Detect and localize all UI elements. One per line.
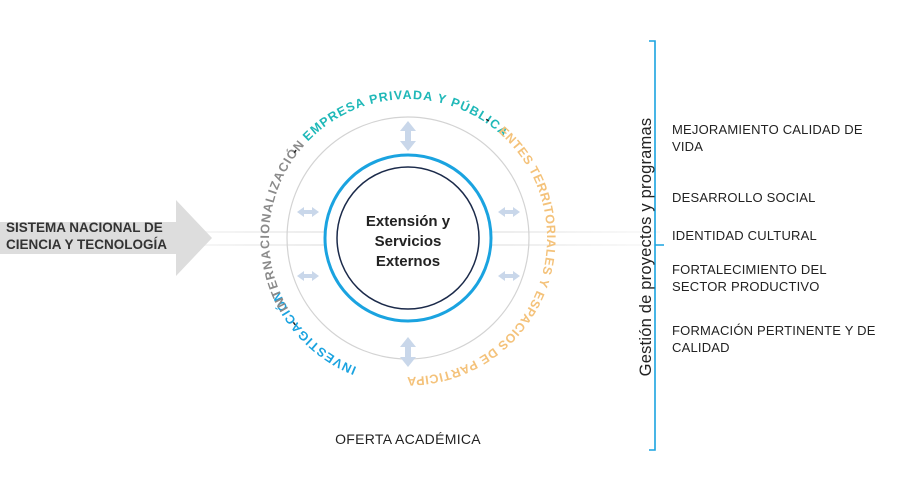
svg-text:-: - [482,112,493,126]
arrow-label-line-1: SISTEMA NACIONAL DE [6,220,163,235]
arrow-label-line-2: CIENCIA Y TECNOLOGÍA [6,237,168,252]
side-item-line: FORMACIÓN PERTINENTE Y DE [672,323,876,338]
center-label: Extensión y Servicios Externos [340,212,476,272]
double-arrow-right-upper [498,207,520,217]
side-item-4: FORTALECIMIENTO DEL SECTOR PRODUCTIVO [672,261,892,295]
side-item-1: MEJORAMIENTO CALIDAD DE VIDA [672,121,892,155]
svg-text:-: - [287,318,301,330]
side-item-line: FORTALECIMIENTO DEL [672,262,827,277]
double-arrow-top [400,121,416,151]
ring-sep-4: - [419,373,425,387]
side-item-line: SECTOR PRODUCTIVO [672,279,820,294]
center-label-line-1: Extensión y [365,213,451,230]
inner-ring [336,166,480,310]
side-item-line: MEJORAMIENTO CALIDAD DE [672,122,863,137]
side-item-line: VIDA [672,139,704,154]
side-title: Gestión de proyectos y programas [637,117,655,377]
input-arrow [0,200,212,276]
double-arrow-bottom [400,337,416,367]
center-label-line-2: Servicios [374,233,442,250]
ring-sep-2: - [288,145,302,157]
arrow-label: SISTEMA NACIONAL DE CIENCIA Y TECNOLOGÍA [6,219,206,253]
side-item-line: CALIDAD [672,340,730,355]
side-item-3: IDENTIDAD CULTURAL [672,227,892,244]
side-item-2: DESARROLLO SOCIAL [672,189,892,206]
side-item-line: DESARROLLO SOCIAL [672,190,816,205]
double-arrow-right-lower [498,271,520,281]
ring-sep-3: - [482,112,493,126]
side-item-line: IDENTIDAD CULTURAL [672,228,817,243]
svg-text:-: - [419,373,425,387]
svg-text:INTERNACIONALIZACIÓN: INTERNACIONALIZACIÓN [258,137,308,314]
double-arrow-left-upper [297,207,319,217]
bottom-label: OFERTA ACADÉMICA [335,431,481,447]
svg-text:-: - [288,145,302,157]
double-arrow-left-lower [297,271,319,281]
center-label-line-3: Externos [375,253,441,270]
ring-label-left: INTERNACIONALIZACIÓN [258,137,307,314]
side-bracket [649,40,664,451]
side-item-5: FORMACIÓN PERTINENTE Y DE CALIDAD [672,322,892,356]
ring-sep-1: - [287,318,301,330]
